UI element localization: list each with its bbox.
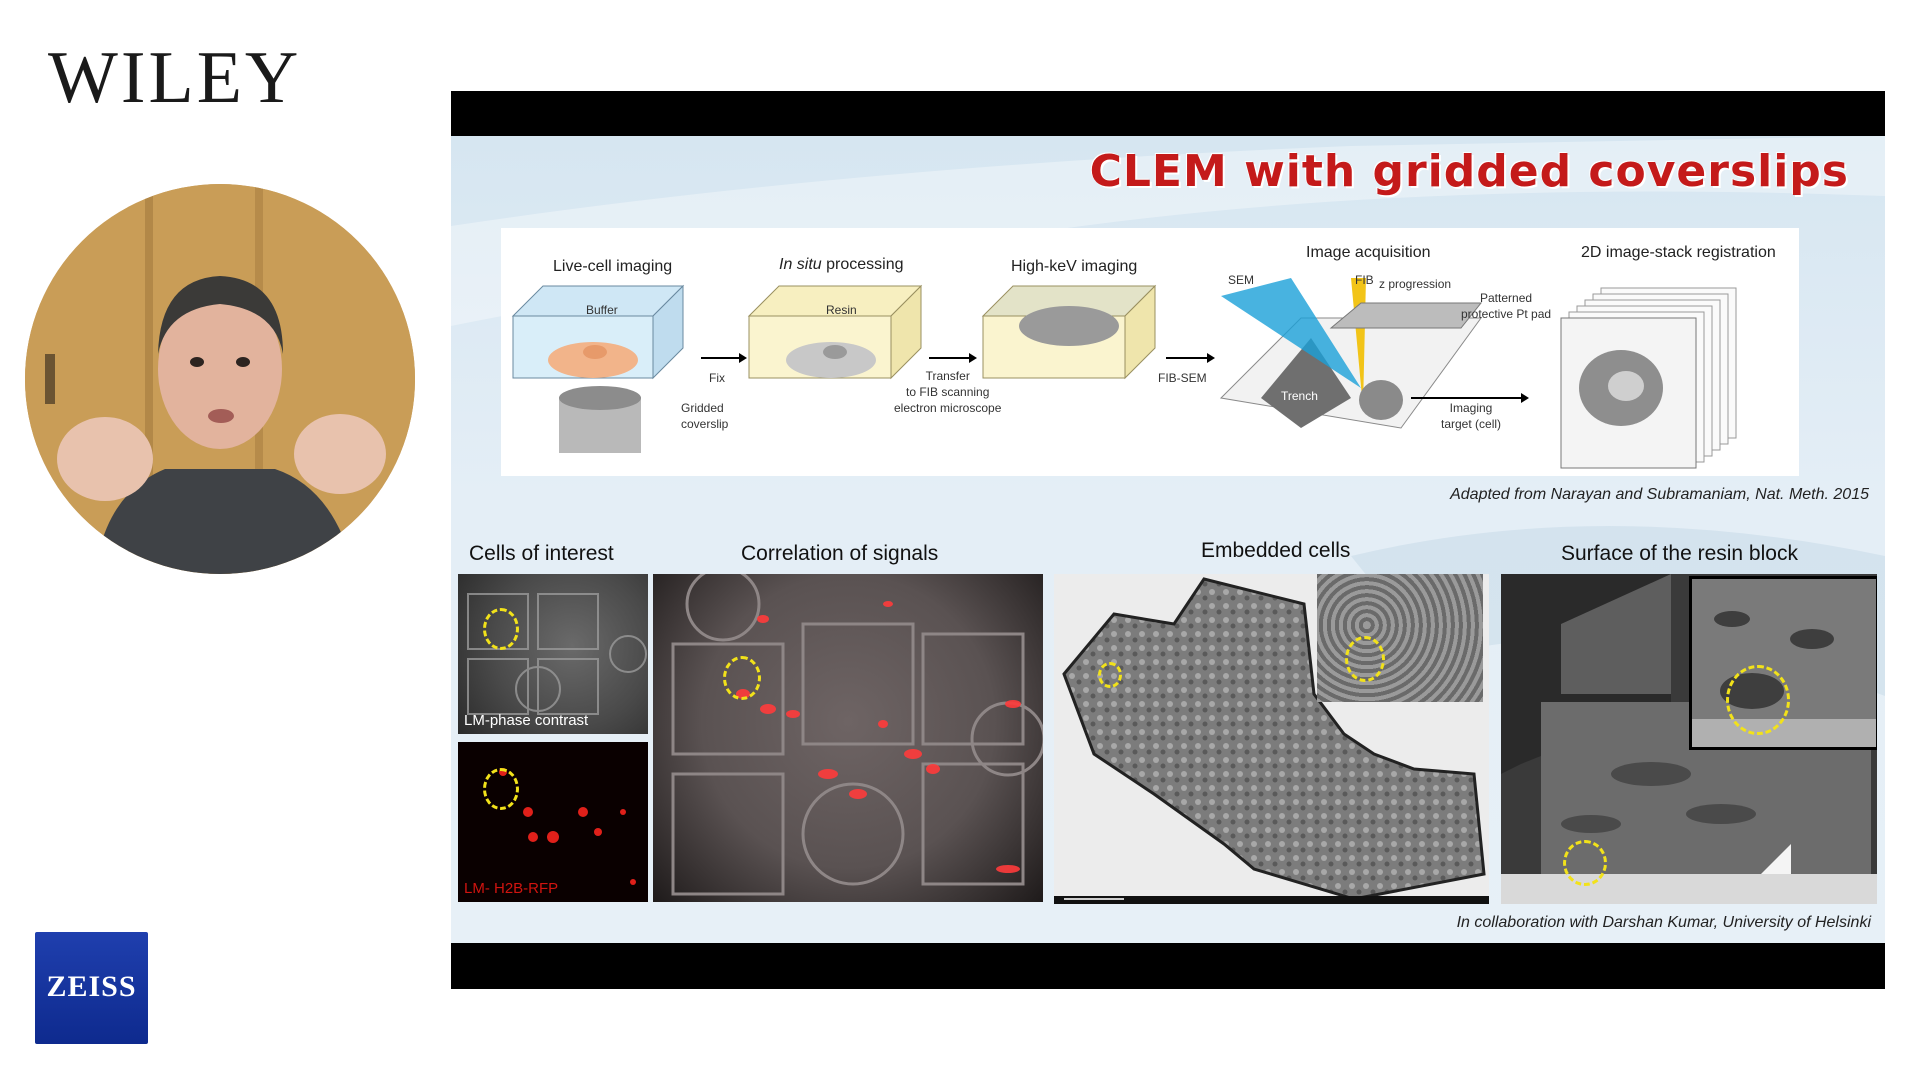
- wiley-logo: WILEY: [48, 36, 301, 121]
- trench-annotation: Trench: [1281, 389, 1318, 403]
- transfer-annotation: Transfer to FIB scanning electron micros…: [894, 369, 1002, 415]
- step-high-kev-label: High-keV imaging: [1011, 258, 1138, 275]
- collaboration-credit: In collaboration with Darshan Kumar, Uni…: [1456, 914, 1871, 931]
- panel-title-embedded-cells: Embedded cells: [1201, 539, 1351, 562]
- patterned-pad-annotation: Patterned protective Pt pad: [1461, 291, 1552, 321]
- resin-inset-shapes: [1692, 611, 1876, 747]
- imaging-target-annotation: Imaging target (cell): [1441, 401, 1502, 431]
- zeiss-logo-text: ZEISS: [46, 970, 137, 1003]
- correlation-overlay-image: [653, 574, 1043, 902]
- buffer-annotation: Buffer: [586, 303, 618, 317]
- resin-annotation: Resin: [826, 303, 857, 317]
- cell-highlight-circle: [1098, 662, 1122, 688]
- cell-highlight-circle: [1563, 840, 1607, 886]
- presentation-slide: CLEM with gridded coverslips: [451, 136, 1885, 943]
- panel-title-correlation: Correlation of signals: [741, 542, 939, 565]
- cell-highlight-circle: [483, 768, 519, 810]
- step-registration-label: 2D image-stack registration: [1581, 244, 1776, 261]
- panel-title-cells-of-interest: Cells of interest: [469, 542, 614, 565]
- rfp-fluorescence-image: LM- H2B-RFP: [458, 742, 648, 902]
- phase-contrast-image: LM-phase contrast: [458, 574, 648, 734]
- panel-title-resin-surface: Surface of the resin block: [1561, 542, 1798, 565]
- fix-annotation: Fix: [709, 371, 725, 385]
- rfp-label: LM- H2B-RFP: [464, 880, 559, 897]
- workflow-diagram: [511, 278, 1737, 469]
- workflow-figure: Live-cell imaging In situ processing Hig…: [501, 228, 1799, 476]
- fib-annotation: FIB: [1355, 273, 1374, 287]
- slide-title: CLEM with gridded coverslips: [1089, 146, 1849, 197]
- step-in-situ-rest: processing: [821, 256, 904, 273]
- step-image-acquisition-label: Image acquisition: [1306, 244, 1431, 261]
- cell-highlight-circle: [1345, 636, 1385, 682]
- speaker-video: [25, 184, 415, 574]
- step-live-cell-label: Live-cell imaging: [553, 258, 673, 275]
- embedded-block-shape: [1054, 577, 1489, 904]
- wiley-logo-text: WILEY: [48, 37, 302, 119]
- step-in-situ-italic: In situ: [779, 256, 822, 273]
- embedded-cells-inset: [1317, 574, 1483, 702]
- resin-surface-inset: [1689, 576, 1877, 750]
- correlation-grid-pattern: [671, 574, 1043, 896]
- gridded-coverslip-annotation: Gridded coverslip: [681, 401, 729, 431]
- zeiss-logo: ZEISS: [35, 932, 148, 1044]
- phase-grid-pattern: [467, 593, 647, 715]
- step-in-situ-label: In situ processing: [779, 256, 904, 274]
- cell-highlight-circle: [723, 656, 761, 700]
- z-progression-annotation: z progression: [1379, 277, 1452, 291]
- resin-surface-image: [1501, 574, 1877, 904]
- speaker-illustration: [25, 184, 415, 574]
- cell-highlight-circle: [1726, 665, 1790, 735]
- cell-highlight-circle: [483, 608, 519, 650]
- fib-sem-annotation: FIB-SEM: [1158, 371, 1207, 385]
- rfp-signal-dots: [499, 768, 636, 885]
- phase-contrast-label: LM-phase contrast: [464, 712, 589, 729]
- source-credit: Adapted from Narayan and Subramaniam, Na…: [1450, 486, 1869, 503]
- sem-annotation: SEM: [1228, 273, 1255, 287]
- embedded-cells-image: [1054, 574, 1489, 904]
